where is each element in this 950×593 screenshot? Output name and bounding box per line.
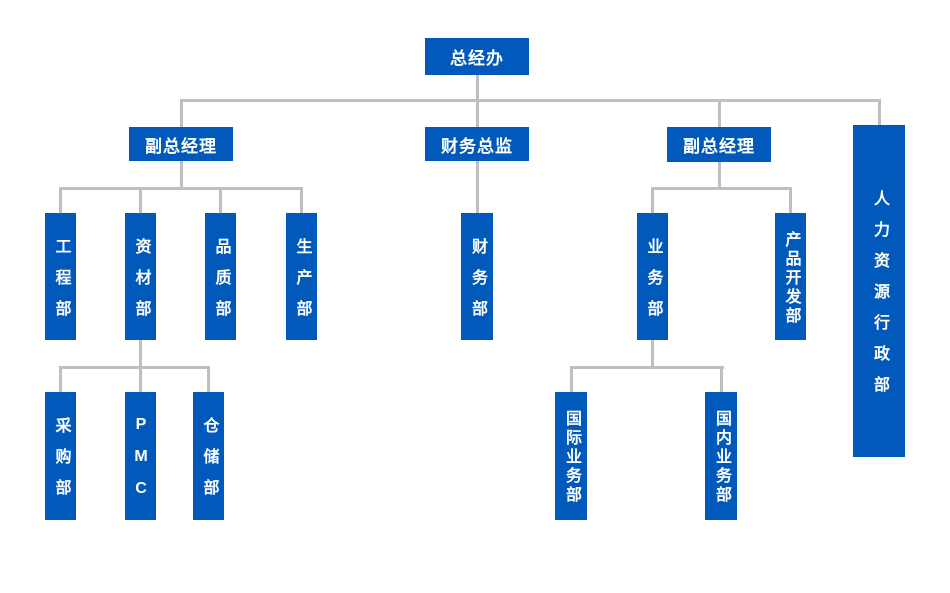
node-production-dept: 生产部: [286, 213, 317, 340]
connector-drop-hr-admin: [877, 99, 881, 125]
node-general-manager-office: 总经办: [425, 38, 529, 75]
connector-business-stem: [651, 340, 654, 369]
node-purchasing-dept: 采购部: [45, 392, 76, 520]
node-business-dept: 业务部: [637, 213, 668, 340]
node-label: 资材部: [132, 237, 150, 331]
connector-drop-product-dev: [789, 187, 792, 213]
node-finance-dept: 财务部: [461, 213, 493, 340]
node-vp-right: 副总经理: [667, 127, 771, 162]
node-label: 国内业务部: [713, 410, 730, 505]
node-label: PMC: [132, 415, 150, 512]
node-label: 国际业务部: [563, 410, 580, 505]
connector-level2-bar: [179, 99, 881, 102]
connector-vp-right-bar: [651, 187, 792, 190]
node-pmc-dept: PMC: [125, 392, 156, 520]
connector-drop-vp-right: [717, 99, 721, 127]
connector-finance-stem: [475, 161, 479, 213]
connector-drop-vp-left: [179, 99, 183, 127]
node-label: 仓储部: [200, 417, 218, 510]
node-warehouse-dept: 仓储部: [193, 392, 224, 520]
node-label: 工程部: [52, 237, 70, 331]
connector-vp-right-stem: [717, 162, 721, 190]
connector-drop-quality: [219, 187, 222, 213]
connector-root-stem: [475, 75, 479, 102]
connector-drop-pmc: [139, 366, 142, 392]
node-product-dev-dept: 产品开发部: [775, 213, 806, 340]
node-domestic-business-dept: 国内业务部: [705, 392, 737, 520]
node-label: 生产部: [293, 237, 311, 331]
node-label: 采购部: [52, 417, 70, 510]
node-label: 总经办: [450, 49, 504, 68]
connector-drop-production: [300, 187, 303, 213]
connector-vp-left-bar: [59, 187, 303, 190]
node-label: 品质部: [212, 237, 230, 331]
node-quality-dept: 品质部: [205, 213, 236, 340]
connector-drop-warehouse: [207, 366, 210, 392]
node-vp-left: 副总经理: [129, 127, 233, 161]
node-label: 人力资源行政部: [871, 190, 888, 407]
connector-drop-business: [651, 187, 654, 213]
connector-materials-bar: [59, 366, 210, 369]
connector-business-bar: [569, 366, 724, 369]
connector-drop-purchasing: [59, 366, 62, 392]
connector-drop-domestic-business: [719, 366, 723, 392]
node-label: 财务部: [469, 237, 486, 331]
node-label: 副总经理: [683, 137, 755, 156]
connector-drop-materials: [139, 187, 142, 213]
connector-vp-left-stem: [179, 161, 183, 190]
node-materials-dept: 资材部: [125, 213, 156, 340]
node-label: 副总经理: [145, 136, 217, 156]
connector-drop-intl-business: [569, 366, 573, 392]
connector-drop-engineering: [59, 187, 62, 213]
node-label: 财务总监: [441, 136, 513, 156]
node-finance-director: 财务总监: [425, 127, 529, 161]
node-intl-business-dept: 国际业务部: [555, 392, 587, 520]
node-label: 业务部: [644, 237, 662, 331]
node-label: 产品开发部: [782, 230, 800, 326]
node-hr-admin-dept: 人力资源行政部: [853, 125, 905, 457]
connector-materials-stem: [139, 340, 142, 369]
node-engineering-dept: 工程部: [45, 213, 76, 340]
connector-drop-finance-director: [475, 99, 479, 127]
